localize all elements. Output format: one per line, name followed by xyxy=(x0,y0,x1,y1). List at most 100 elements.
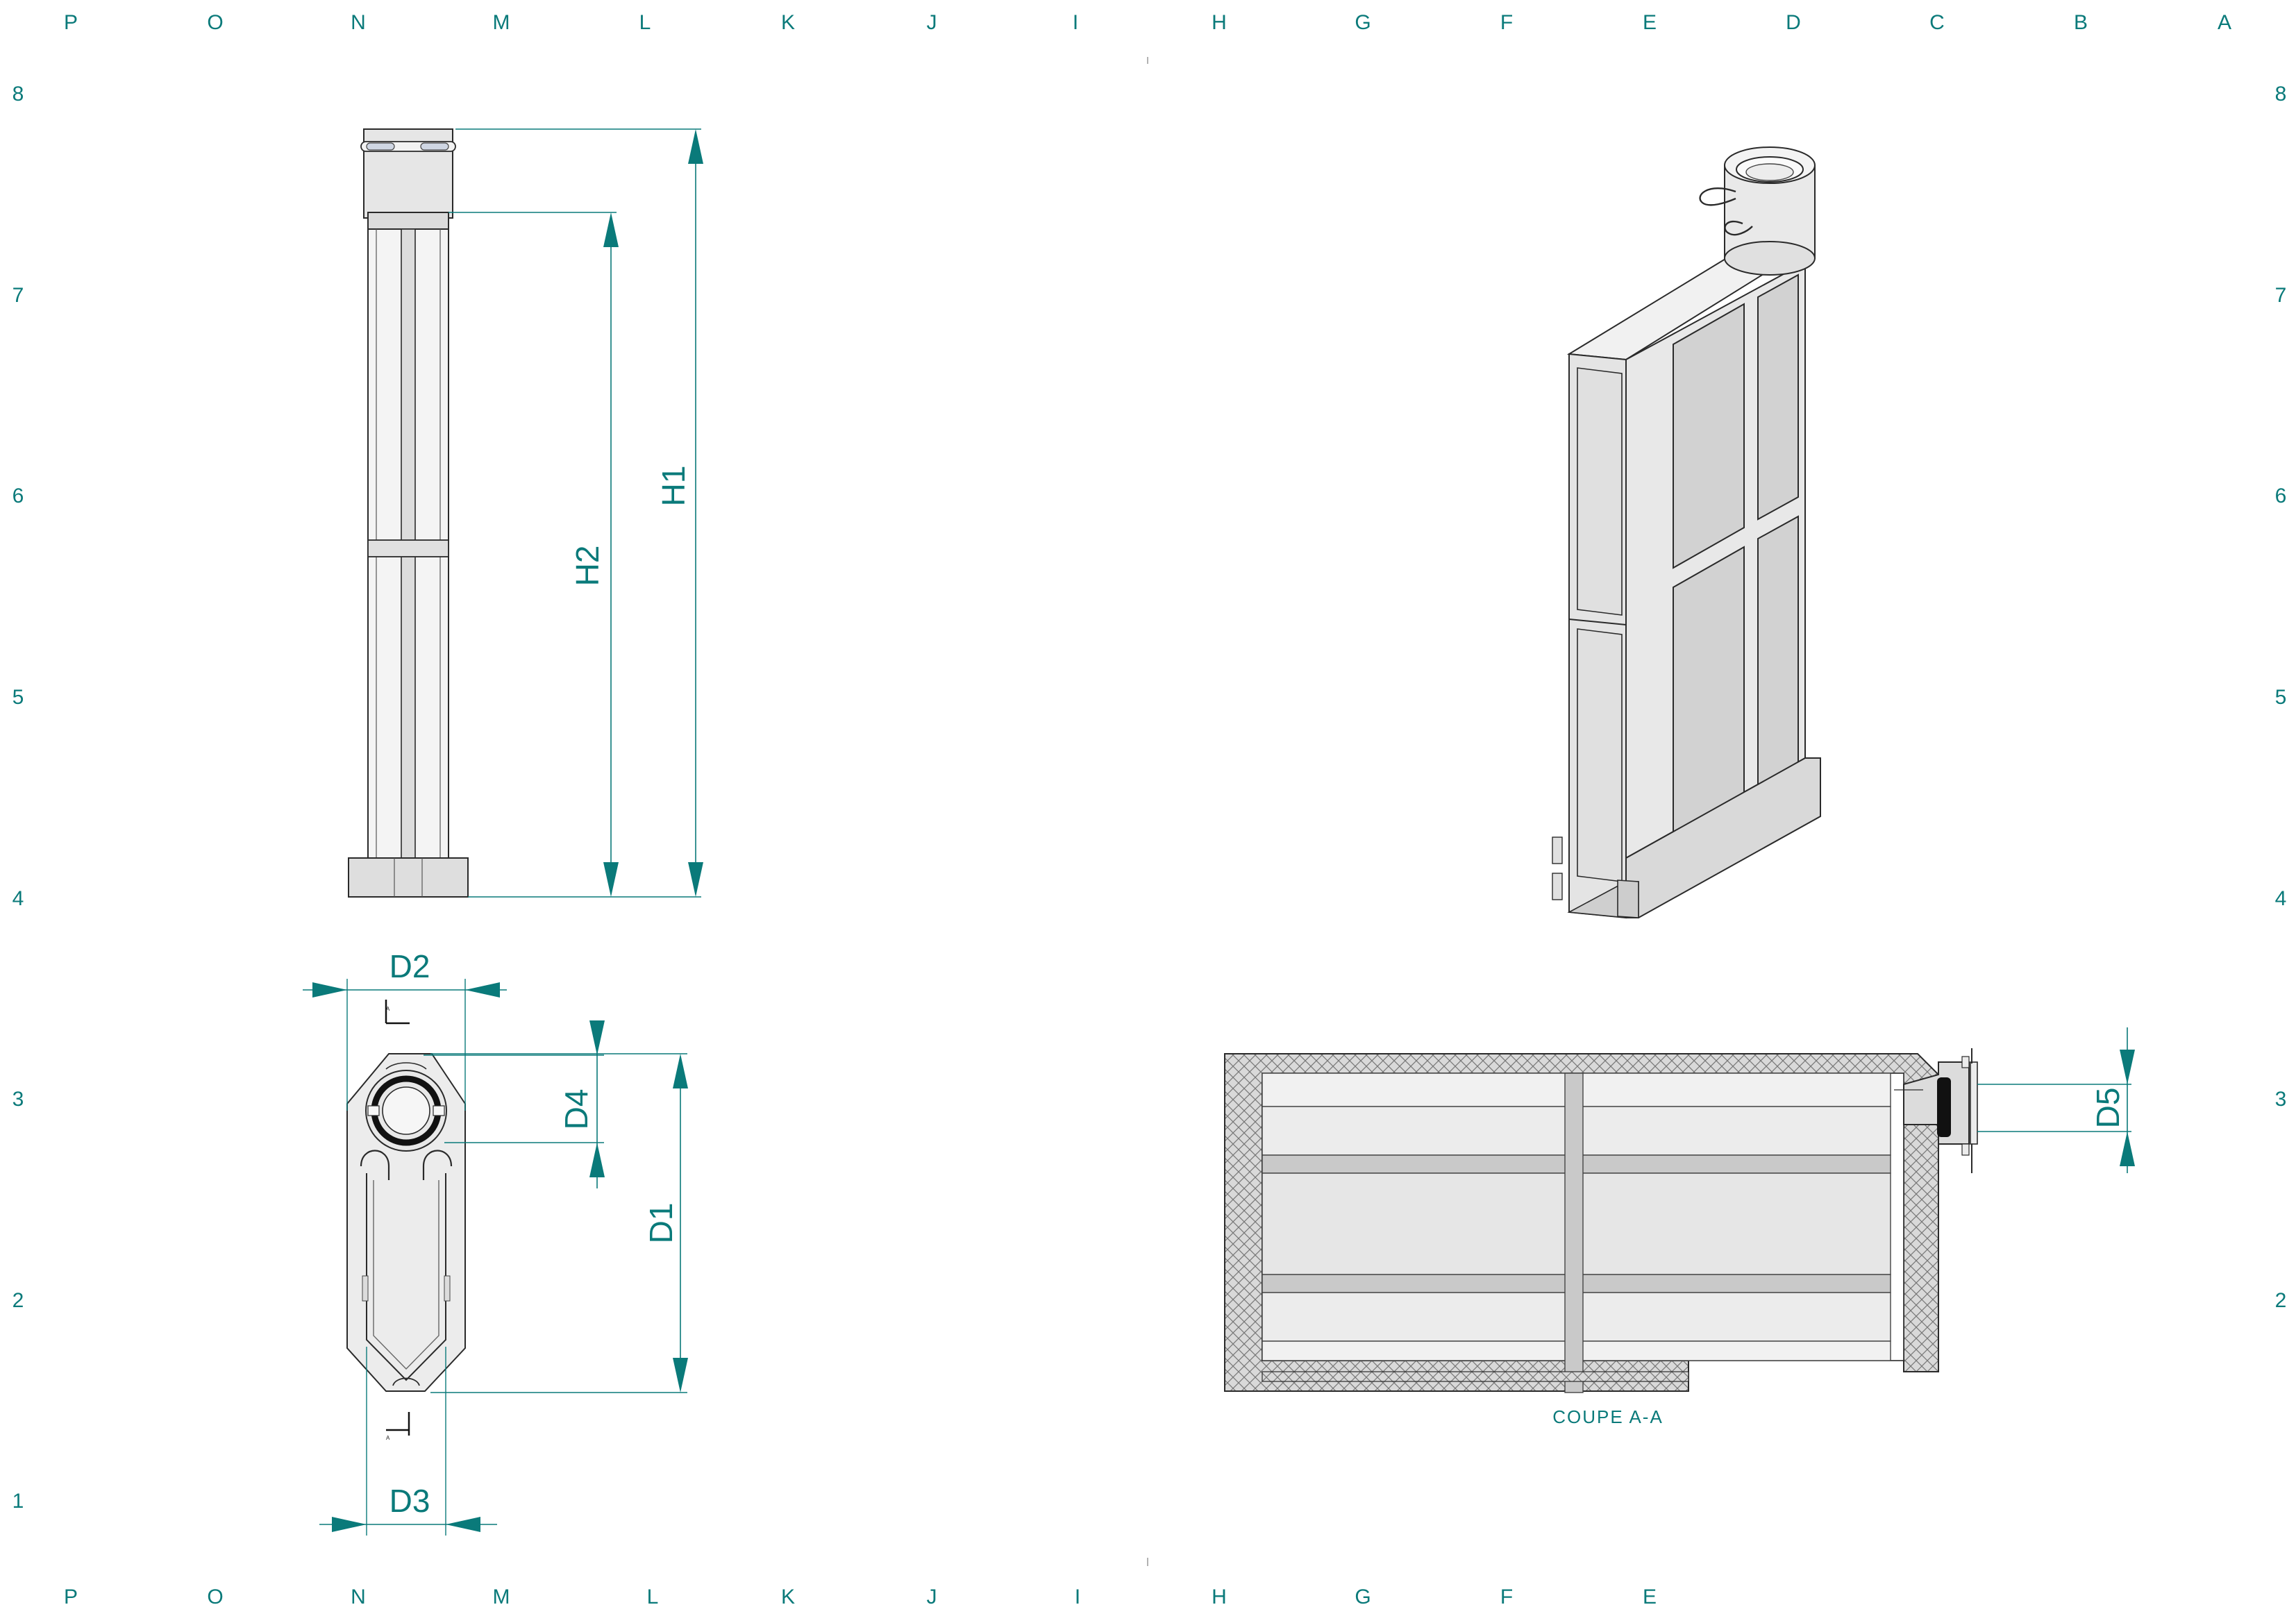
grid-letter: L xyxy=(639,11,651,34)
arrowhead xyxy=(688,862,703,897)
grid-letter: B xyxy=(2074,11,2088,34)
iso-panel xyxy=(1757,515,1799,793)
grid-letter: J xyxy=(927,1586,937,1608)
iso-panel xyxy=(1673,303,1745,569)
grid-number: 5 xyxy=(12,686,24,709)
grid-number: 1 xyxy=(12,1490,24,1513)
top-view xyxy=(346,1053,466,1392)
dimension-label-h1: H1 xyxy=(655,466,692,507)
grid-letter: I xyxy=(1073,11,1078,34)
grid-letter: K xyxy=(781,11,795,34)
arrowhead xyxy=(589,1020,605,1055)
grid-letter: I xyxy=(1075,1586,1080,1608)
section-caption: COUPE A-A xyxy=(1552,1406,1664,1427)
dimension-label-d5: D5 xyxy=(2090,1088,2126,1129)
grid-letter: C xyxy=(1929,11,1945,34)
arrowhead xyxy=(332,1517,367,1532)
grid-number: 7 xyxy=(12,284,24,307)
grid-letter: D xyxy=(1786,11,1801,34)
grid-letter: N xyxy=(351,1586,366,1608)
section-marker-label: A xyxy=(386,1435,390,1441)
iso-clip-lower xyxy=(1724,220,1753,236)
grid-letter: N xyxy=(351,11,366,34)
grid-letter: G xyxy=(1355,11,1371,34)
dimension-label-d4: D4 xyxy=(558,1089,594,1130)
dimension-h2: H2 xyxy=(449,212,619,897)
top-hook-left xyxy=(360,1150,390,1180)
section-view xyxy=(1224,1048,1978,1393)
grid-letter: G xyxy=(1355,1586,1371,1608)
grid-number: 3 xyxy=(2275,1088,2287,1111)
grid-number: 5 xyxy=(2275,686,2287,709)
grid-top-letters: P O N M L K J I H G F E D C B A xyxy=(64,11,2231,34)
grid-right-numbers: 8 7 6 5 4 3 2 xyxy=(2275,83,2287,1312)
arrowhead xyxy=(603,212,619,247)
dimension-d5: D5 xyxy=(1977,1027,2135,1173)
grid-letter: L xyxy=(647,1586,659,1608)
grid-letter: O xyxy=(207,1586,223,1608)
grid-letter: P xyxy=(64,1586,78,1608)
dimension-label-h2: H2 xyxy=(569,546,605,587)
grid-letter: P xyxy=(64,11,78,34)
arrowhead xyxy=(673,1358,688,1393)
arrowhead xyxy=(312,982,347,998)
front-collar xyxy=(367,212,449,231)
grid-number: 8 xyxy=(12,83,24,106)
isometric-view xyxy=(1552,146,1821,919)
grid-letter: F xyxy=(1500,11,1513,34)
grid-number: 2 xyxy=(12,1289,24,1312)
grid-letter: O xyxy=(207,11,223,34)
iso-panel xyxy=(1757,274,1799,521)
front-cap-slot-left xyxy=(366,142,395,151)
grid-number: 8 xyxy=(2275,83,2287,106)
arrowhead xyxy=(446,1517,480,1532)
dimension-label-d3: D3 xyxy=(389,1483,430,1519)
grid-number: 6 xyxy=(2275,485,2287,507)
arrowhead xyxy=(688,129,703,164)
front-mid-band xyxy=(367,539,449,557)
arrowhead xyxy=(2120,1050,2135,1084)
dimension-d2: D2 xyxy=(303,948,507,1111)
section-divider xyxy=(1564,1073,1584,1393)
top-hook-right xyxy=(422,1150,453,1180)
grid-letter: M xyxy=(493,11,510,34)
iso-clip-left xyxy=(1699,187,1736,206)
dimension-h1: H1 xyxy=(455,128,703,898)
dimension-label-d1: D1 xyxy=(643,1203,679,1244)
grid-letter: A xyxy=(2218,11,2231,34)
dimension-d1: D1 xyxy=(430,1053,688,1393)
dimension-d3: D3 xyxy=(319,1347,497,1536)
section-oring xyxy=(1937,1077,1951,1137)
grid-letter: E xyxy=(1643,11,1657,34)
grid-number: 2 xyxy=(2275,1289,2287,1312)
top-connector-inner xyxy=(382,1086,430,1135)
grid-number: 4 xyxy=(2275,887,2287,910)
grid-left-numbers: 8 7 6 5 4 3 2 1 xyxy=(12,83,24,1513)
grid-letter: F xyxy=(1500,1586,1513,1608)
front-cap-slot-right xyxy=(420,142,449,151)
grid-bottom-letters: P O N M L K J I H G F E xyxy=(64,1586,1657,1608)
arrowhead xyxy=(603,862,619,897)
grid-number: 3 xyxy=(12,1088,24,1111)
section-mark-top: A xyxy=(385,1000,410,1025)
grid-number: 6 xyxy=(12,485,24,507)
grid-number: 7 xyxy=(2275,284,2287,307)
arrowhead xyxy=(2120,1132,2135,1166)
dimension-label-d2: D2 xyxy=(389,948,430,984)
grid-letter: M xyxy=(493,1586,510,1608)
section-marker-label: A xyxy=(386,1006,390,1012)
iso-panel xyxy=(1673,546,1745,840)
grid-letter: H xyxy=(1212,1586,1227,1608)
arrowhead xyxy=(589,1143,605,1177)
grid-letter: J xyxy=(927,11,937,34)
dimension-d4: D4 xyxy=(424,1020,605,1188)
arrowhead xyxy=(673,1054,688,1088)
grid-letter: H xyxy=(1212,11,1227,34)
grid-letter: K xyxy=(781,1586,795,1608)
arrowhead xyxy=(465,982,500,998)
grid-number: 4 xyxy=(12,887,24,910)
grid-letter: E xyxy=(1643,1586,1657,1608)
front-view xyxy=(348,128,469,898)
front-base xyxy=(348,857,469,898)
